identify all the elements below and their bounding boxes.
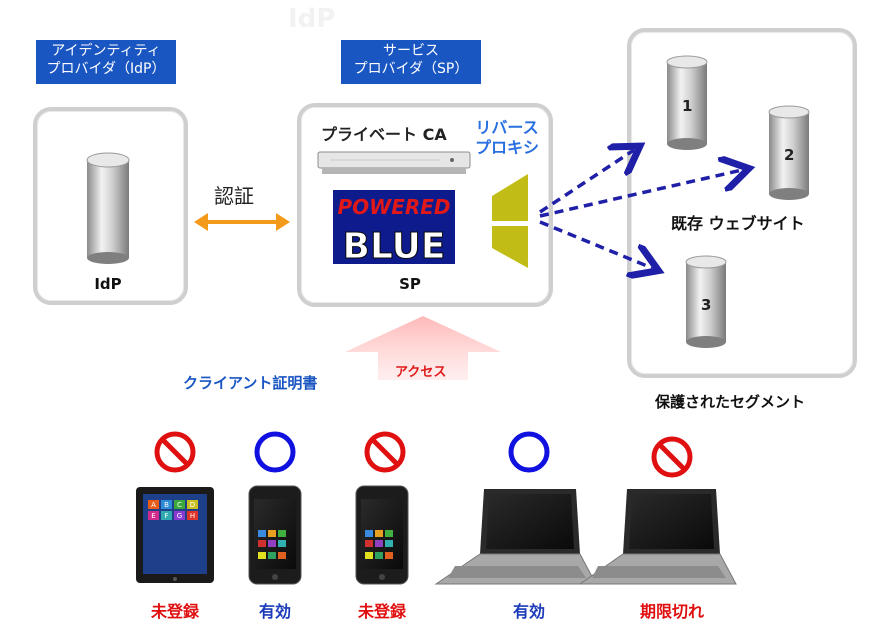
- reverse-proxy-label-line2: プロキシ: [474, 138, 539, 157]
- logo-blue-text: BLUE: [343, 226, 446, 267]
- sp-node-caption: SP: [399, 275, 421, 293]
- valid-icon-laptop-1: [508, 431, 550, 473]
- valid-icon-phone-1: [254, 431, 296, 473]
- idp-server-icon: [86, 152, 130, 264]
- powered-blue-logo: POWERED BLUE: [333, 190, 455, 268]
- device-status-laptop-1: 有効: [512, 602, 545, 621]
- server-2-label: 2: [784, 146, 795, 164]
- phone-device-icon-2: [355, 485, 409, 585]
- phone-device-icon-1: [248, 485, 302, 585]
- tablet-tile-b: B: [164, 501, 169, 509]
- idp-node-caption: IdP: [94, 275, 122, 293]
- prohibited-icon-laptop-2: [651, 436, 693, 478]
- existing-sites-label: 既存 ウェブサイト: [671, 214, 805, 233]
- tablet-tile-c: C: [177, 501, 182, 509]
- idp-label-line2: プロバイダ（IdP）: [46, 61, 166, 77]
- logo-powered-text: POWERED: [337, 195, 450, 219]
- auth-double-arrow-icon: [194, 213, 290, 231]
- server-2-icon: [768, 105, 810, 200]
- private-ca-rack-icon: [317, 151, 471, 174]
- tablet-tile-d: D: [190, 501, 195, 509]
- access-label: アクセス: [395, 365, 447, 380]
- sp-label-line1: サービス: [383, 43, 439, 59]
- private-ca-label: プライベート CA: [321, 125, 447, 144]
- idp-label-line1: アイデンティティ: [51, 43, 161, 59]
- client-cert-label: クライアント証明書: [183, 374, 318, 392]
- prohibited-icon-phone-2: [364, 431, 406, 473]
- faded-title: IdP: [288, 4, 336, 34]
- device-status-tablet: 未登録: [150, 602, 199, 621]
- reverse-proxy-icon: [492, 174, 528, 268]
- server-1-label: 1: [682, 97, 693, 115]
- prohibited-icon-tablet: [154, 431, 196, 473]
- server-1-icon: [666, 55, 708, 150]
- tablet-tile-g: G: [177, 512, 182, 520]
- tablet-tile-a: A: [151, 501, 156, 509]
- server-3-label: 3: [701, 296, 712, 314]
- laptop-device-icon-1: [434, 489, 597, 585]
- device-status-phone-2: 未登録: [357, 602, 406, 621]
- sp-label-line2: プロバイダ（SP）: [353, 61, 469, 77]
- server-3-icon: [685, 255, 727, 348]
- access-arrow-icon: [345, 316, 501, 380]
- device-status-laptop-2: 期限切れ: [639, 602, 704, 621]
- reverse-proxy-label: リバース プロキシ: [468, 118, 546, 158]
- idp-label: アイデンティティ プロバイダ（IdP）: [36, 40, 176, 84]
- protected-segment-label: 保護されたセグメント: [655, 393, 806, 411]
- tablet-tile-h: H: [190, 512, 195, 520]
- tablet-device-icon: [136, 487, 214, 583]
- tablet-tile-e: E: [151, 512, 155, 520]
- sp-label: サービス プロバイダ（SP）: [341, 40, 481, 84]
- auth-label: 認証: [214, 184, 254, 208]
- laptop-device-icon-2: [578, 489, 737, 585]
- reverse-proxy-label-line1: リバース: [475, 118, 539, 137]
- protected-segment-panel: [627, 28, 857, 378]
- tablet-tile-f: F: [164, 512, 168, 520]
- proxy-routing-arrows: [539, 150, 742, 268]
- device-status-phone-1: 有効: [258, 602, 291, 621]
